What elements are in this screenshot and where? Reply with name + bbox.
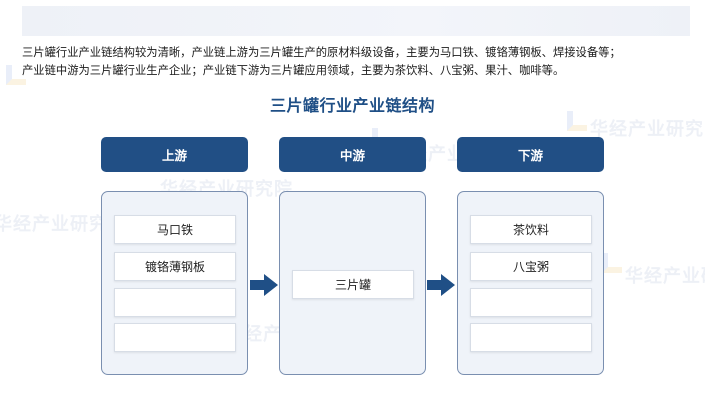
stage-header-upstream: 上游 <box>101 137 248 172</box>
chain-item <box>470 323 592 352</box>
intro-paragraph: 三片罐行业产业链结构较为清晰，产业链上游为三片罐生产的原材料级设备，主要为马口铁… <box>22 44 694 80</box>
diagram-title: 三片罐行业产业链结构 <box>269 96 435 115</box>
chain-item: 茶饮料 <box>470 215 592 244</box>
chain-item: 马口铁 <box>114 215 236 244</box>
chain-item: 三片罐 <box>292 270 414 299</box>
top-banner-band <box>22 6 690 36</box>
intro-line-2: 产业链中游为三片罐行业生产企业；产业链下游为三片罐应用领域，主要为茶饮料、八宝粥… <box>22 64 565 77</box>
watermark-text: 华经产业研究院 <box>590 119 705 140</box>
stage-panel-downstream: 茶饮料 八宝粥 <box>457 191 604 375</box>
stage-header-midstream: 中游 <box>279 137 426 172</box>
stage-panel-midstream: 三片罐 <box>279 191 426 375</box>
arrow-right-icon <box>427 274 455 296</box>
stage-header-downstream: 下游 <box>457 137 604 172</box>
intro-line-1: 三片罐行业产业链结构较为清晰，产业链上游为三片罐生产的原材料级设备，主要为马口铁… <box>22 46 621 59</box>
stage-panel-upstream: 马口铁 镀铬薄钢板 <box>101 191 248 375</box>
chain-item: 八宝粥 <box>470 252 592 281</box>
chain-item <box>114 288 236 317</box>
chain-item <box>470 288 592 317</box>
watermark-text: 华经产业研究院 <box>625 266 705 287</box>
chain-item <box>114 323 236 352</box>
arrow-right-icon <box>250 274 278 296</box>
chain-item: 镀铬薄钢板 <box>114 252 236 281</box>
